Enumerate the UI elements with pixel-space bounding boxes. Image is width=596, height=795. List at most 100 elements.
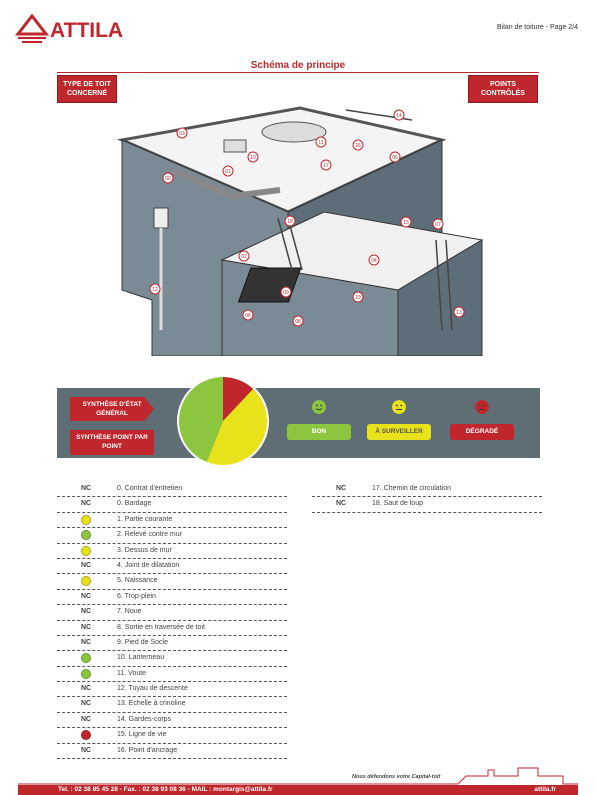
point-row: 10. Lanterneau [57, 651, 287, 667]
pie-slice-watch [206, 388, 268, 466]
marker-05: 05 [392, 155, 398, 161]
watch-smiley-icon [392, 400, 406, 414]
point-row: 5. Naissance [57, 574, 287, 590]
marker-13: 13 [456, 310, 462, 316]
legend-good: BON [287, 424, 351, 440]
status-watch-icon [81, 545, 91, 556]
point-label: 3. Dessus de mur [117, 546, 172, 554]
point-label: 5. Naissance [117, 577, 158, 585]
marker-12: 12 [152, 287, 158, 293]
point-label: 10. Lanterneau [117, 654, 165, 662]
status-good-icon [81, 653, 91, 664]
status-watch-icon [81, 514, 91, 525]
marker-11: 11 [318, 140, 323, 146]
point-status-nc: NC [80, 608, 92, 616]
marker-06: 06 [245, 313, 251, 319]
page-label: Bilan de toiture - Page 2/4 [497, 24, 578, 31]
general-state-tag: SYNTHÈSE D'ÉTAT GÉNÉRAL [70, 397, 154, 421]
general-state-label: SYNTHÈSE D'ÉTAT GÉNÉRAL [82, 401, 142, 417]
point-status-nc: NC [80, 561, 92, 569]
point-label: 11. Voute [117, 669, 147, 677]
point-status-nc: NC [80, 623, 92, 631]
point-status-nc: NC [80, 746, 92, 754]
point-row: 11. Voute [57, 667, 287, 683]
footer-contact: Tel. : 02 38 85 45 28 - Fax. : 02 38 93 … [58, 786, 273, 793]
point-row: NC 14. Gardes-corps [57, 713, 287, 729]
point-row: 15. Ligne de vie [57, 728, 287, 744]
point-label: 18. Saut de loup [372, 500, 423, 508]
point-status-nc: NC [335, 485, 347, 492]
point-label: 2. Relevé contre mur [117, 531, 182, 539]
marker-08: 08 [295, 319, 301, 325]
marker-16: 16 [355, 143, 361, 149]
point-status-nc: NC [80, 592, 92, 600]
footer-website-link[interactable]: attila.fr [534, 786, 556, 793]
attila-logo: ATTILA [14, 13, 123, 43]
point-status-nc: NC [80, 500, 92, 508]
roof-diagram: 00 01 02 03 04 05 06 07 08 09 10 11 12 1… [116, 106, 484, 356]
point-label: 0. Contrat d'entretien [117, 485, 183, 492]
marker-10: 10 [250, 155, 256, 161]
point-status-nc: NC [335, 500, 347, 508]
footer-tagline: Nous défendons votre Capital-toit [352, 774, 441, 780]
pie-outline [177, 375, 269, 467]
marker-17: 17 [323, 163, 329, 169]
point-label: 15. Ligne de vie [117, 731, 167, 739]
marker-14: 14 [396, 113, 402, 119]
point-label: 8. Sortie en traversée de toit [117, 623, 205, 631]
title-divider [57, 72, 539, 73]
pie-slice-good [177, 376, 223, 463]
point-label: 14. Gardes-corps [117, 715, 172, 723]
point-label: 1. Partie courante [117, 515, 173, 523]
point-label: 6. Trop-plein [117, 592, 156, 600]
marker-03: 03 [179, 131, 185, 137]
point-label: 0. Bardage [117, 500, 152, 508]
point-by-point-label: SYNTHÈSE POINT PAR POINT [76, 434, 148, 450]
point-status-nc: NC [80, 485, 92, 492]
point-row: NC 16. Point d'ancrage [57, 744, 287, 760]
point-label: 17. Chemin de circulation [372, 485, 451, 492]
point-label: 9. Pied de Socle [117, 638, 168, 646]
roof-type-tag: TYPE DE TOIT CONCERNÉ [57, 75, 117, 103]
point-row: NC 17. Chemin de circulation [312, 482, 542, 498]
point-label: 4. Joint de dilatation [117, 561, 180, 569]
logo-text: ATTILA [50, 19, 123, 42]
point-row: NC 0. Contrat d'entretien [57, 482, 287, 498]
section-title: Schéma de principe [250, 60, 346, 71]
point-label: 7. Noue [117, 608, 142, 616]
point-row: NC 0. Bardage [57, 497, 287, 513]
point-row: NC 4. Joint de dilatation [57, 559, 287, 575]
marker-15: 15 [403, 220, 409, 226]
point-row: NC 8. Sortie en traversée de toit [57, 621, 287, 636]
checked-points-tag: POINTS CONTRÔLÉS [468, 75, 538, 103]
point-status-nc: NC [80, 715, 92, 723]
point-row: NC 13. Echelle à crinoline [57, 697, 287, 713]
point-status-nc: NC [80, 700, 92, 708]
bad-smiley-icon [475, 400, 489, 414]
footer-bar [18, 785, 578, 795]
status-watch-icon [81, 576, 91, 587]
legend-bad: DÉGRADÉ [450, 424, 514, 440]
marker-00: 00 [165, 176, 171, 182]
point-row: 1. Partie courante [57, 513, 287, 529]
point-label: 16. Point d'ancrage [117, 746, 178, 754]
marker-04: 04 [371, 258, 377, 264]
point-label: 12. Tuyau de descente [117, 685, 188, 693]
marker-02: 02 [241, 254, 247, 260]
point-row: NC 9. Pied de Socle [57, 636, 287, 652]
general-state-pie [177, 375, 269, 467]
pie-slice-bad [223, 376, 254, 421]
footer-rooftop-graphic [18, 767, 578, 785]
point-row: NC 7. Noue [57, 605, 287, 621]
marker-09: 09 [283, 290, 289, 296]
point-status-nc: NC [80, 638, 92, 646]
point-row: 3. Dessus de mur [57, 544, 287, 559]
marker-18: 18 [287, 219, 293, 225]
marker-01: 01 [225, 169, 231, 175]
status-good-icon [81, 668, 91, 679]
point-label: 13. Echelle à crinoline [117, 700, 186, 708]
point-row: 2. Relevé contre mur [57, 528, 287, 544]
